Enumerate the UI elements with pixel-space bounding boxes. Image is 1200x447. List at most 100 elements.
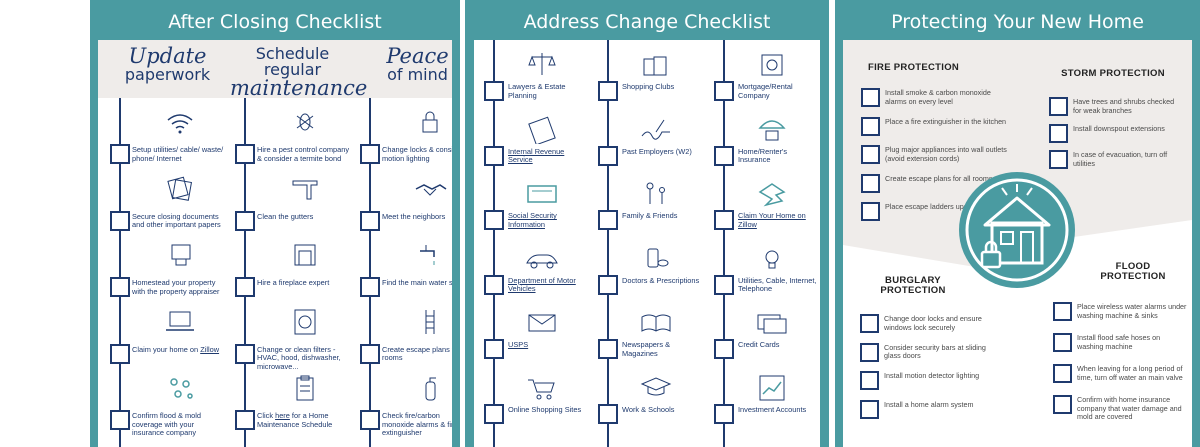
checkbox[interactable]: [360, 410, 380, 430]
heading-script: Update: [128, 44, 207, 68]
graduation-icon: [638, 372, 674, 402]
checkbox[interactable]: [110, 210, 130, 231]
checkbox[interactable]: [860, 399, 879, 419]
checkbox[interactable]: [714, 210, 734, 231]
signature-icon: [638, 114, 674, 144]
protection-item-text: Install a home alarm system: [884, 399, 974, 409]
checkbox[interactable]: [861, 145, 880, 164]
checklist-link[interactable]: Claim Your Home on Zillow: [738, 211, 806, 229]
checkbox[interactable]: [1049, 123, 1068, 143]
checkbox[interactable]: [1053, 395, 1072, 414]
checkbox[interactable]: [235, 277, 255, 297]
checkbox[interactable]: [598, 145, 618, 166]
heading-plain: Schedule regular: [255, 44, 330, 79]
checklist-item-text: Family & Friends: [622, 211, 678, 221]
text-pre: Claim your home on: [132, 344, 201, 354]
here-link[interactable]: here: [275, 411, 290, 420]
checklist-item-text: Change or clean filters - HVAC, hood, di…: [257, 344, 341, 371]
heading-script: Peace: [386, 44, 449, 68]
checkbox[interactable]: [1053, 302, 1072, 321]
checkbox[interactable]: [360, 277, 380, 297]
checkbox[interactable]: [598, 339, 618, 360]
checkbox[interactable]: [861, 173, 880, 193]
checkbox[interactable]: [714, 81, 734, 101]
checkbox[interactable]: [598, 81, 618, 101]
checklist-item-text: Check fire/carbon monoxide alarms & fire…: [382, 411, 452, 438]
checkbox[interactable]: [861, 116, 880, 136]
checkbox[interactable]: [484, 210, 504, 231]
zillow-icon: [754, 178, 790, 208]
ladder-icon: [412, 306, 448, 336]
pills-icon: [638, 243, 674, 273]
checkbox[interactable]: [110, 343, 130, 364]
checkbox[interactable]: [860, 342, 879, 362]
checkbox[interactable]: [860, 314, 879, 333]
checklist-item-text: Meet the neighbors: [382, 211, 446, 221]
gutter-icon: [287, 173, 323, 203]
timeline-line: [119, 98, 121, 447]
checklist-item-text: Clean the gutters: [257, 211, 314, 221]
checklist-item-text: Lawyers & Estate Planning: [508, 82, 566, 100]
checkbox[interactable]: [484, 81, 504, 101]
credit-cards-icon: [754, 307, 790, 337]
checkbox[interactable]: [714, 145, 734, 166]
faucet-icon: [412, 239, 448, 269]
checklist-link[interactable]: Internal Revenue Service: [508, 146, 565, 165]
checkbox[interactable]: [110, 410, 130, 430]
checklist-item-text: Find the main water shut off: [382, 278, 452, 287]
checklist-item-text: Shopping Clubs: [622, 82, 675, 91]
checkbox[interactable]: [360, 343, 380, 364]
checklist-link[interactable]: USPS: [508, 340, 529, 350]
checkbox[interactable]: [360, 144, 380, 164]
checkbox[interactable]: [360, 210, 380, 231]
filter-icon: [287, 306, 323, 336]
timeline-line: [723, 40, 725, 447]
bug-icon: [287, 106, 323, 136]
checklist-item-text: Secure closing documents and other impor…: [132, 211, 221, 230]
bulb-icon: [754, 243, 790, 273]
checkbox[interactable]: [598, 404, 618, 424]
checkbox[interactable]: [235, 343, 255, 364]
clipboard-icon: [287, 372, 323, 402]
house-lock-icon: [959, 172, 1075, 288]
checkbox[interactable]: [235, 144, 255, 164]
timeline-line: [369, 98, 371, 447]
checkbox[interactable]: [110, 277, 130, 297]
checkbox[interactable]: [714, 404, 734, 424]
protection-item-text: Change door locks and ensure windows loc…: [884, 314, 982, 332]
checkbox[interactable]: [861, 202, 880, 221]
checklist-link[interactable]: Department of Motor Vehicles: [508, 275, 576, 294]
address-change-panel: Address Change Checklist Lawyers & Estat…: [465, 0, 829, 447]
car-icon: [524, 243, 560, 273]
zillow-link[interactable]: Zillow: [200, 344, 220, 354]
checkbox[interactable]: [484, 145, 504, 166]
checkbox[interactable]: [484, 404, 504, 424]
cart-icon: [524, 372, 560, 402]
checklist-link[interactable]: Social Security Information: [508, 211, 557, 229]
timeline-line: [607, 40, 609, 447]
safe-icon: [754, 49, 790, 79]
checkbox[interactable]: [714, 274, 734, 295]
checkbox[interactable]: [484, 274, 504, 295]
checkbox[interactable]: [1053, 364, 1072, 383]
checkbox[interactable]: [235, 210, 255, 231]
checkbox[interactable]: [110, 144, 130, 164]
checkbox[interactable]: [1049, 97, 1068, 116]
protection-item-text: Install smoke & carbon monoxide alarms o…: [885, 88, 991, 106]
header-band: [98, 40, 452, 98]
protection-item-text: In case of evacuation, turn off utilitie…: [1073, 150, 1168, 168]
checkbox[interactable]: [235, 410, 255, 430]
checkbox[interactable]: [861, 88, 880, 107]
checkbox[interactable]: [1053, 333, 1072, 352]
umbrella-house-icon: [754, 114, 790, 144]
envelope-icon: [524, 307, 560, 337]
checkbox[interactable]: [598, 274, 618, 295]
checkbox[interactable]: [484, 339, 504, 360]
protection-item-text: Install downspout extensions: [1073, 123, 1165, 133]
checkbox[interactable]: [860, 371, 879, 390]
checkbox[interactable]: [598, 210, 618, 231]
checkbox[interactable]: [1049, 150, 1068, 169]
checkbox[interactable]: [714, 339, 734, 360]
heading-plain: of mind: [387, 65, 448, 84]
